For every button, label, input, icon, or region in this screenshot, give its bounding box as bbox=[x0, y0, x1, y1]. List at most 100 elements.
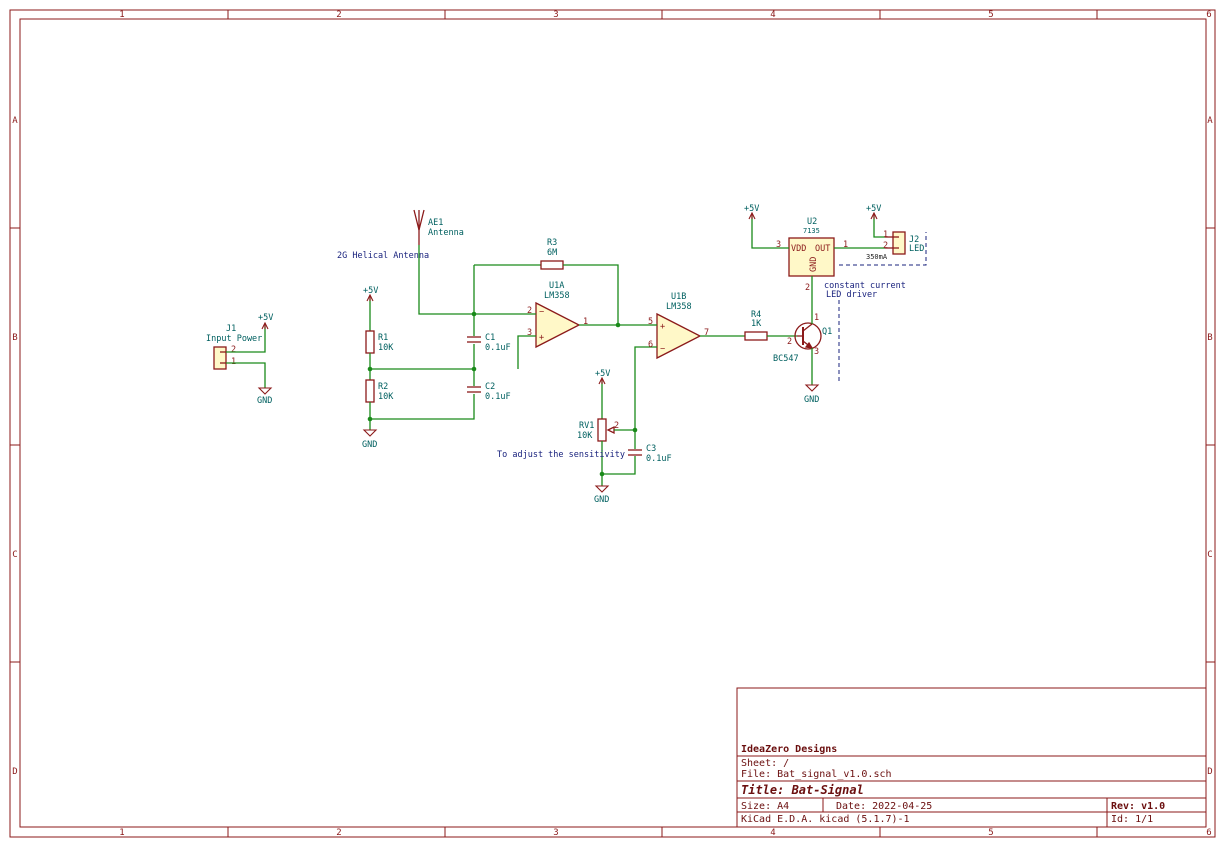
r1-ref: R1 bbox=[378, 333, 388, 343]
resistor-r2[interactable]: R2 10K bbox=[365, 379, 394, 430]
tool-text: KiCad E.D.A. kicad (5.1.7)-1 bbox=[741, 814, 910, 825]
capacitor-c3[interactable]: C3 0.1uF bbox=[602, 430, 672, 475]
junction-dots bbox=[367, 311, 638, 477]
capacitor-c1[interactable]: C1 0.1uF bbox=[467, 333, 511, 353]
rv1-vcc-symbol: +5V bbox=[595, 369, 610, 385]
grid-col-label: 4 bbox=[770, 10, 775, 20]
rev-text: Rev: v1.0 bbox=[1111, 801, 1165, 812]
q1-ref: Q1 bbox=[822, 327, 832, 337]
resistor-r1[interactable]: R1 10K bbox=[365, 298, 394, 380]
vcc-label: +5V bbox=[363, 286, 378, 296]
j2-value: LED bbox=[909, 244, 924, 254]
size-text: Size: A4 bbox=[741, 801, 789, 812]
q1-pin-c: 1 bbox=[814, 313, 819, 323]
c2-value: 0.1uF bbox=[485, 392, 511, 402]
r3-ref: R3 bbox=[547, 238, 557, 248]
r2-gnd-symbol: GND bbox=[362, 429, 377, 450]
svg-text:−: − bbox=[660, 344, 665, 354]
grid-row-label: A bbox=[1207, 116, 1213, 126]
grid-col-label: 6 bbox=[1206, 10, 1211, 20]
rv1-gnd-symbol: GND bbox=[594, 485, 609, 505]
r4-value: 1K bbox=[751, 319, 762, 329]
ae1-ref: AE1 bbox=[428, 218, 443, 228]
rv1-ref: RV1 bbox=[579, 421, 594, 431]
capacitor-c2[interactable]: C2 0.1uF bbox=[467, 382, 511, 402]
u1b-value: LM358 bbox=[666, 302, 692, 312]
grid-col-label: 1 bbox=[119, 828, 124, 838]
sheet-name: Sheet: / bbox=[741, 758, 789, 769]
transistor-q1[interactable]: Q1 BC547 2 1 3 bbox=[773, 292, 832, 385]
u1a-value: LM358 bbox=[544, 291, 570, 301]
antenna-label: 2G Helical Antenna bbox=[337, 251, 429, 261]
driver-note-line2: LED driver bbox=[826, 290, 877, 300]
title-block: IdeaZero Designs Sheet: / File: Bat_sign… bbox=[736, 687, 1207, 828]
grid-col-label: 3 bbox=[553, 10, 558, 20]
gnd-label: GND bbox=[362, 440, 377, 450]
sensitivity-note: To adjust the sensitivity bbox=[497, 450, 625, 460]
svg-text:+: + bbox=[660, 322, 665, 332]
current-label: 350mA bbox=[866, 253, 888, 261]
u2-vcc-symbol: +5V bbox=[744, 204, 759, 220]
grid-col-label: 2 bbox=[336, 10, 341, 20]
grid-labels: 1 2 3 4 5 6 1 2 3 4 5 6 A B C D A B C D bbox=[12, 10, 1213, 838]
u1a-pin3: 3 bbox=[527, 328, 532, 338]
u2-pin3: 3 bbox=[776, 240, 781, 250]
antenna-ae1[interactable]: AE1 Antenna 2G Helical Antenna bbox=[337, 209, 474, 315]
j1-pin1: 1 bbox=[231, 357, 236, 367]
resistor-r3[interactable]: R3 6M bbox=[474, 238, 619, 325]
rv1-value: 10K bbox=[577, 431, 593, 441]
connector-j1[interactable]: J1 Input Power 2 1 bbox=[206, 324, 266, 388]
u1b-pin5: 5 bbox=[648, 317, 653, 327]
grid-row-label: D bbox=[12, 767, 17, 777]
r2-ref: R2 bbox=[378, 382, 388, 392]
j1-vcc-symbol: +5V bbox=[258, 313, 273, 330]
grid-row-label: B bbox=[12, 333, 17, 343]
r4-ref: R4 bbox=[751, 310, 761, 320]
opamp-u1b[interactable]: U1B LM358 + − 5 6 7 bbox=[634, 292, 745, 430]
gnd-return-wire bbox=[370, 394, 475, 420]
gnd-label: GND bbox=[257, 396, 272, 406]
connector-j2[interactable]: 1 2 J2 LED bbox=[873, 216, 924, 255]
grid-row-label: A bbox=[12, 116, 18, 126]
title-text: Title: Bat-Signal bbox=[741, 783, 864, 797]
u2-pin1: 1 bbox=[843, 240, 848, 250]
grid-col-label: 3 bbox=[553, 828, 558, 838]
gnd-label: GND bbox=[804, 395, 819, 405]
potentiometer-rv1[interactable]: RV1 10K 2 To adjust the sensitivity bbox=[497, 381, 635, 486]
resistor-r4[interactable]: R4 1K bbox=[744, 310, 797, 341]
r1-vcc-symbol: +5V bbox=[363, 286, 378, 302]
c1-ref: C1 bbox=[485, 333, 495, 343]
u1b-pin7: 7 bbox=[704, 328, 709, 338]
j2-pin1: 1 bbox=[883, 230, 888, 240]
q1-pin-e: 3 bbox=[814, 347, 819, 357]
annotation-dashes bbox=[838, 232, 927, 381]
id-text: Id: 1/1 bbox=[1111, 814, 1153, 825]
grid-col-label: 2 bbox=[336, 828, 341, 838]
vcc-label: +5V bbox=[595, 369, 610, 379]
u2-gnd: GND bbox=[809, 257, 819, 272]
grid-col-label: 5 bbox=[988, 10, 993, 20]
j2-ref: J2 bbox=[909, 235, 919, 245]
u1b-pin6: 6 bbox=[648, 340, 653, 350]
grid-col-label: 6 bbox=[1206, 828, 1211, 838]
svg-text:+: + bbox=[539, 333, 544, 343]
file-name: File: Bat_signal_v1.0.sch bbox=[741, 769, 892, 780]
svg-text:−: − bbox=[539, 307, 544, 317]
q1-pin-base: 2 bbox=[787, 337, 792, 347]
grid-row-label: B bbox=[1207, 333, 1212, 343]
vcc-label: +5V bbox=[744, 204, 759, 214]
j1-value: Input Power bbox=[206, 334, 262, 344]
vcc-label: +5V bbox=[258, 313, 273, 323]
opamp-u1a[interactable]: U1A LM358 − + 2 3 1 bbox=[474, 281, 650, 369]
u2-out: OUT bbox=[815, 244, 830, 254]
grid-col-label: 5 bbox=[988, 828, 993, 838]
q1-value: BC547 bbox=[773, 354, 799, 364]
led-driver-u2[interactable]: U2 7135 VDD OUT GND 3 1 2 350mA bbox=[751, 216, 888, 293]
j1-gnd-symbol: GND bbox=[257, 387, 272, 406]
r2-value: 10K bbox=[378, 392, 394, 402]
j1-ref: J1 bbox=[226, 324, 236, 334]
c3-value: 0.1uF bbox=[646, 454, 672, 464]
u1a-pin2: 2 bbox=[527, 306, 532, 316]
r3-value: 6M bbox=[547, 248, 557, 258]
u1a-pin1: 1 bbox=[583, 317, 588, 327]
